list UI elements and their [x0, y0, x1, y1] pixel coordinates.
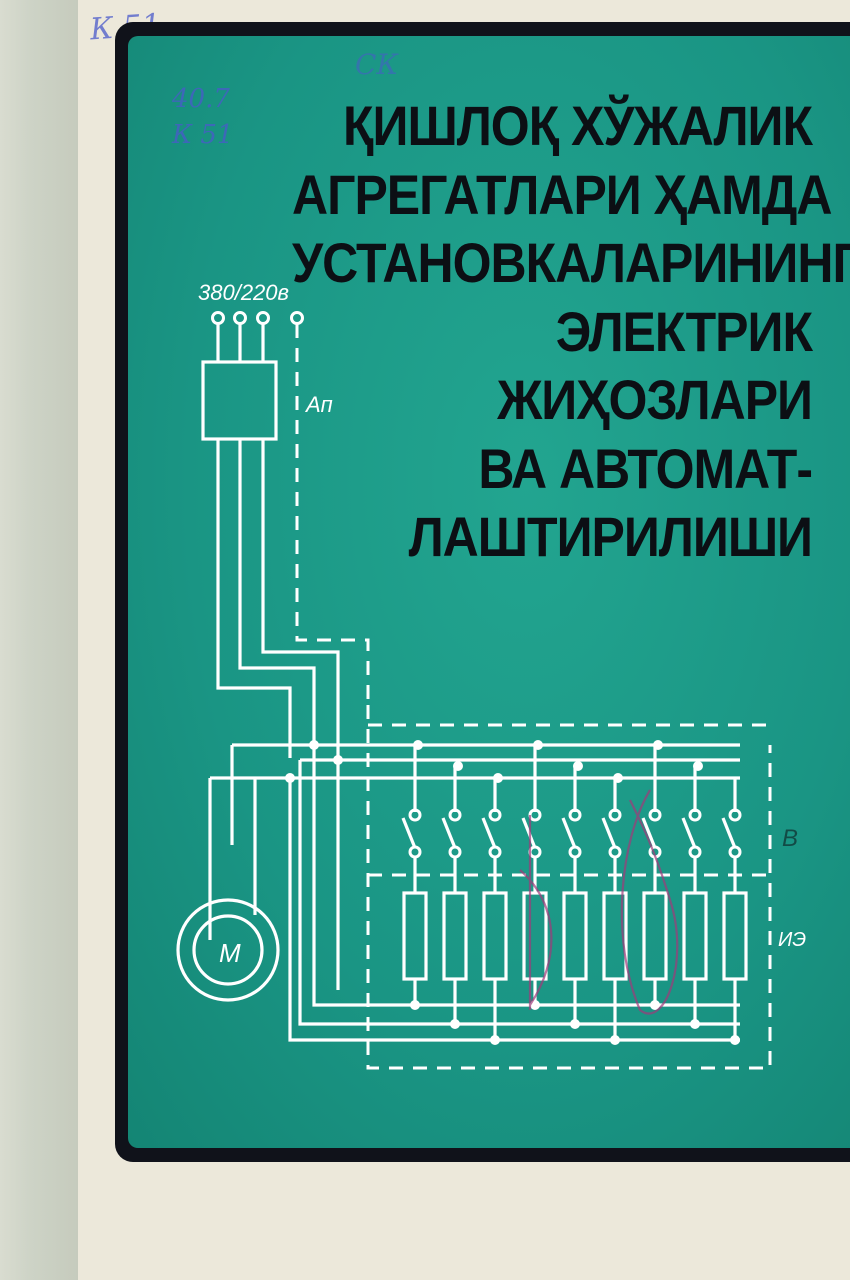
switch-contact — [408, 808, 422, 822]
library-mark-line1: 40.7 — [172, 84, 230, 114]
switch-blade — [561, 817, 577, 849]
phase-wire-c — [261, 439, 340, 760]
heater-element — [402, 891, 428, 981]
library-mark-initials: СК — [355, 48, 399, 81]
switch-contact — [608, 808, 622, 822]
pen-scribble — [519, 789, 679, 1015]
enclosure-dashed — [366, 705, 772, 1070]
motor-symbol: М — [176, 898, 280, 1002]
switch-blade — [681, 817, 697, 849]
return-bus-3 — [298, 760, 740, 1026]
circuit-breaker-box — [201, 360, 278, 441]
book-title: ҚИШЛОҚ ХЎЖАЛИК АГРЕГАТЛАРИ ҲАМДА УСТАНОВ… — [292, 92, 850, 572]
title-line: ЭЛЕКТРИК — [555, 300, 813, 363]
switch-contact — [448, 808, 462, 822]
heater-element — [522, 891, 548, 981]
switch-contact — [688, 808, 702, 822]
library-mark-line2: К 51 — [172, 120, 234, 150]
heater-element — [482, 891, 508, 981]
switch-blade — [641, 817, 657, 849]
switch-blade — [601, 817, 617, 849]
switch-contact — [648, 808, 662, 822]
supply-voltage-label: 380/220в — [198, 280, 289, 305]
supply-terminals — [211, 311, 304, 362]
heater-element — [682, 891, 708, 981]
switch-blade — [481, 817, 497, 849]
return-bus-2 — [288, 778, 740, 1042]
heater-element — [642, 891, 668, 981]
switch-blade — [401, 817, 417, 849]
heater-element — [442, 891, 468, 981]
title-line: АГРЕГАТЛАРИ ҲАМДА — [292, 163, 832, 226]
cover-panel — [128, 36, 850, 1148]
switch-heater-branches — [401, 745, 748, 1045]
switches-label: В — [782, 825, 798, 852]
return-bus-1 — [312, 745, 740, 1007]
switch-blade — [441, 817, 457, 849]
heater-element — [562, 891, 588, 981]
phase-wire-a — [216, 439, 292, 758]
title-line: ВА АВТОМАТ- — [478, 437, 813, 500]
title-line: ҚИШЛОҚ ХЎЖАЛИК — [343, 94, 813, 158]
title-line: ЖИҲОЗЛАРИ — [497, 368, 813, 432]
heaters-label: ИЭ — [778, 929, 806, 951]
switch-contact — [568, 808, 582, 822]
motor-label: М — [219, 938, 241, 968]
phase-wire-b — [238, 439, 316, 745]
heater-element — [722, 891, 748, 981]
switch-blade — [721, 817, 737, 849]
title-line: УСТАНОВКАЛАРИНИНГ — [292, 231, 850, 295]
switch-contact — [528, 808, 542, 822]
title-line: ЛАШТИРИЛИШИ — [408, 505, 813, 569]
switch-contact — [488, 808, 502, 822]
neutral-line — [295, 324, 370, 705]
switch-contact — [728, 808, 742, 822]
breaker-label: Ап — [304, 392, 333, 417]
